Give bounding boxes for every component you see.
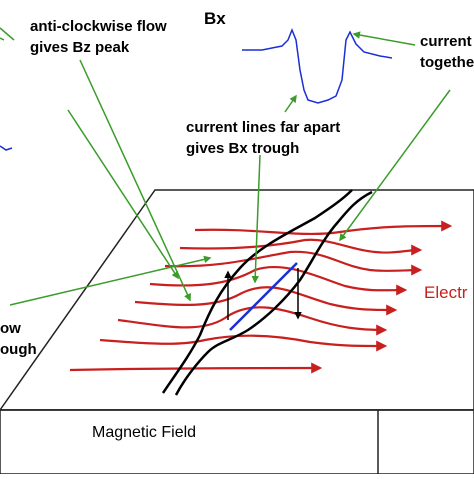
left-label-line2: ough [0, 341, 37, 358]
current-line [99, 334, 388, 352]
bx-trough-label-line1: current lines far apart [186, 119, 340, 136]
bx-title: Bx [204, 9, 226, 28]
magnetic-field-label: Magnetic Field [92, 424, 196, 441]
bx-signal-trace [242, 27, 393, 104]
bx-trough-label-line2: gives Bx trough [186, 140, 299, 157]
field-arrows [224, 268, 302, 320]
pointer-bz-peak-2 [67, 109, 179, 280]
pointer-to-trace [284, 94, 297, 113]
metal-plate [0, 189, 474, 475]
current-line [117, 306, 388, 336]
pointer-together [352, 31, 416, 46]
bz-peak-label-line1: anti-clockwise flow [30, 18, 167, 35]
current-line [134, 286, 398, 316]
pointer-bz-peak [79, 59, 191, 302]
together-label-line1: current [420, 33, 472, 50]
bz-peak-label-line2: gives Bz peak [30, 39, 130, 56]
crack [161, 189, 373, 396]
pointer-left [9, 255, 212, 306]
pointer-together-2 [339, 89, 451, 242]
pointer-bx-trough [251, 154, 261, 284]
pointer-left-top [0, 27, 15, 41]
left-label-line1: ow [0, 320, 21, 337]
current-line [149, 265, 408, 296]
current-line [194, 220, 453, 236]
crack-axis-line [229, 262, 298, 331]
pointer-lines [0, 27, 451, 306]
together-label-line2: together [420, 54, 474, 71]
electric-current-label: Electr [424, 283, 468, 302]
current-line [69, 362, 323, 374]
partial-trace-mid [0, 145, 13, 151]
partial-trace-top [0, 37, 5, 41]
